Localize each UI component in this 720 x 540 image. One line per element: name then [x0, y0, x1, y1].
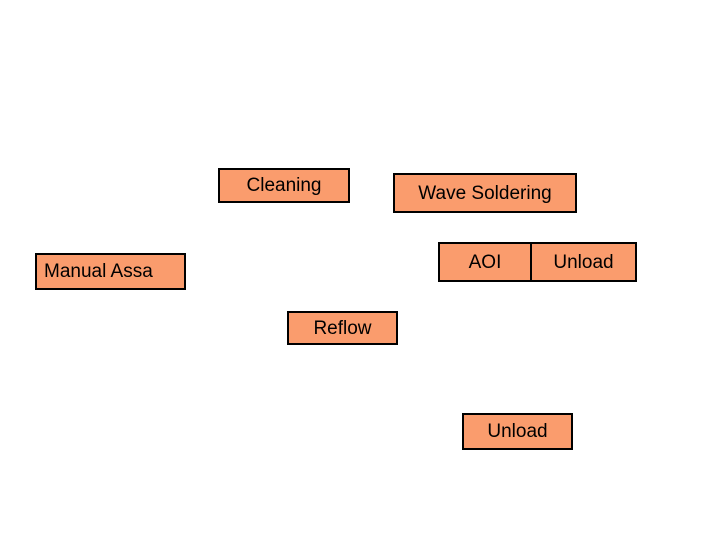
process-box-reflow: Reflow — [287, 311, 398, 345]
process-box-cleaning: Cleaning — [218, 168, 350, 203]
process-box-reflow-label: Reflow — [313, 317, 372, 339]
process-box-manual-assembly-label: Manual Assa — [44, 261, 153, 282]
process-box-unload-bottom-label: Unload — [487, 421, 548, 442]
process-box-aoi-unload-group: AOI Unload — [438, 242, 637, 282]
process-box-aoi: AOI — [440, 244, 530, 280]
process-box-cleaning-label: Cleaning — [246, 175, 322, 196]
process-box-wave-soldering-label: Wave Soldering — [418, 182, 552, 204]
process-box-wave-soldering: Wave Soldering — [393, 173, 577, 213]
process-box-aoi-label: AOI — [468, 251, 502, 273]
process-box-unload-bottom: Unload — [462, 413, 573, 450]
process-box-unload-top-label: Unload — [553, 251, 614, 273]
process-box-unload-top: Unload — [530, 244, 635, 280]
process-box-manual-assembly: Manual Assa — [35, 253, 186, 290]
